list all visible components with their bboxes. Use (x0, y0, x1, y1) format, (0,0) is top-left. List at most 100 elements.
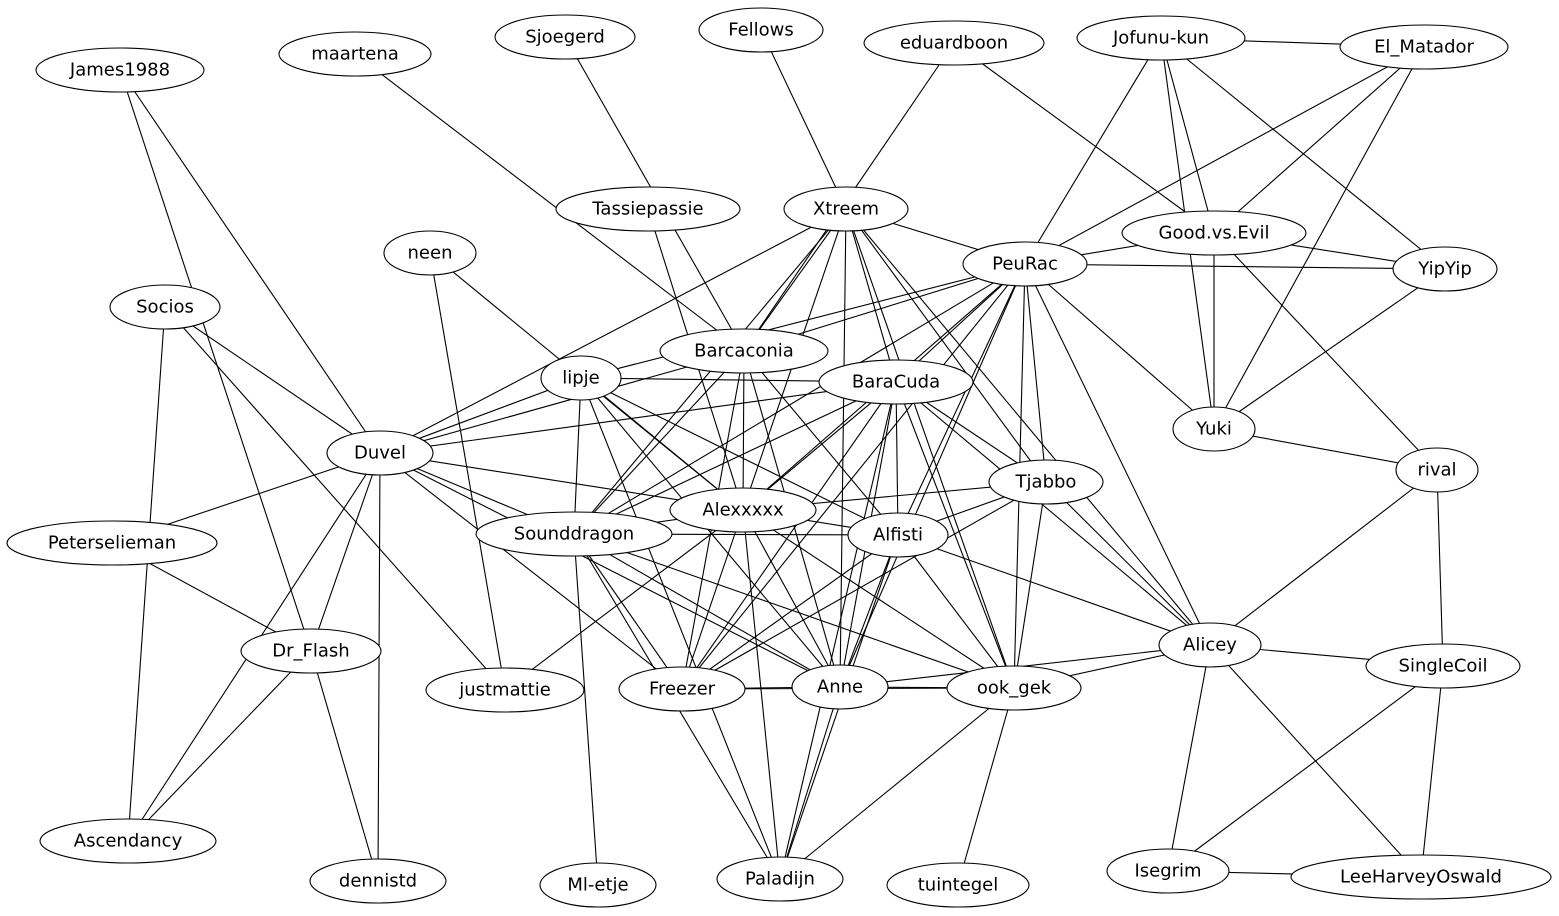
edge-Xtreem-Barcaconia (743, 208, 847, 352)
node-label: Yuki (1195, 419, 1232, 440)
edge-ook_gek-Paladijn (779, 687, 1015, 880)
node-ellipse (818, 359, 974, 405)
node-neen: neen (383, 230, 477, 276)
node-ellipse (1290, 854, 1552, 900)
edge-Alexxxxx-Anne (742, 509, 841, 688)
edge-Barcaconia-Sounddragon (573, 350, 745, 535)
edge-PeuRac-Alfisti (897, 263, 1026, 536)
node-label: Peterselieman (48, 533, 176, 554)
node-James1988: James1988 (35, 47, 205, 93)
node-ellipse (886, 862, 1030, 908)
node-Tjabbo: Tjabbo (988, 459, 1104, 505)
node-Socios: Socios (109, 284, 221, 330)
edge-BaraCuda-Freezer (681, 381, 897, 690)
edge-YipYip-Yuki (1213, 268, 1446, 430)
node-SingleCoil: SingleCoil (1365, 643, 1521, 689)
node-ellipse (6, 520, 218, 566)
node-label: rival (1417, 460, 1456, 481)
node-label: tuintegel (918, 875, 999, 896)
node-Yuki: Yuki (1172, 406, 1256, 452)
node-label: Dr_Flash (272, 641, 349, 662)
node-ellipse (783, 186, 909, 232)
node-ellipse (988, 459, 1104, 505)
edge-James1988-Dr_Flash (119, 69, 312, 652)
node-Alexxxxx: Alexxxxx (669, 487, 817, 533)
node-label: Tassiepassie (591, 199, 703, 220)
edge-Socios-Ascendancy (127, 306, 166, 842)
node-label: dennistd (339, 871, 417, 892)
edge-PeuRac-Freezer (681, 263, 1026, 690)
node-Freezer: Freezer (618, 666, 746, 712)
node-dennistd: dennistd (309, 858, 447, 904)
node-Barcaconia: Barcaconia (659, 328, 829, 374)
node-label: James1988 (69, 60, 170, 81)
node-ellipse (962, 241, 1088, 287)
node-Sjoegerd: Sjoegerd (494, 14, 636, 60)
edge-Duvel-Dr_Flash (310, 452, 381, 652)
node-ellipse (309, 858, 447, 904)
node-Tassiepassie: Tassiepassie (555, 186, 741, 232)
edge-Alexxxxx-Paladijn (742, 509, 781, 880)
edge-BaraCuda-Alfisti (895, 381, 899, 536)
edge-SingleCoil-Isegrim (1167, 665, 1444, 872)
node-ellipse (946, 665, 1082, 711)
node-label: Ml-etje (567, 875, 628, 896)
edge-El_Matador-Good.vs.Evil (1213, 46, 1425, 234)
node-label: PeuRac (992, 254, 1058, 275)
edge-Alfisti-Anne (839, 534, 899, 688)
edge-Dr_Flash-dennistd (310, 650, 379, 882)
node-ellipse (716, 856, 844, 902)
node-ellipse (240, 628, 382, 674)
edge-Jofunu-kun-Good.vs.Evil (1160, 37, 1215, 234)
node-BaraCuda: BaraCuda (818, 359, 974, 405)
edge-lipje-Anne (580, 377, 841, 688)
edge-Alexxxxx-ook_gek (742, 509, 1015, 689)
node-rival: rival (1395, 447, 1479, 493)
edges-layer (111, 29, 1446, 886)
edge-Alfisti-ook_gek (897, 534, 1015, 689)
edge-neen-justmattie (429, 252, 506, 691)
edge-BaraCuda-Duvel (379, 381, 897, 454)
node-label: lipje (562, 368, 600, 389)
node-label: Tjabbo (1015, 472, 1077, 493)
edge-Barcaconia-Alexxxxx (742, 350, 745, 511)
node-ellipse (494, 14, 636, 60)
node-ellipse (791, 664, 889, 710)
node-LeeHarveyOswald: LeeHarveyOswald (1290, 854, 1552, 900)
node-label: Alicey (1183, 635, 1237, 656)
node-label: SingleCoil (1399, 656, 1488, 677)
node-label: Alfisti (873, 525, 923, 546)
edge-PeuRac-Sounddragon (573, 263, 1026, 535)
node-ellipse (1158, 622, 1262, 668)
node-ellipse (475, 511, 673, 557)
edge-PeuRac-YipYip (1024, 263, 1446, 270)
node-ellipse (698, 7, 824, 53)
node-justmattie: justmattie (425, 667, 585, 713)
node-label: Anne (817, 677, 863, 698)
edge-Xtreem-Tjabbo (845, 208, 1047, 483)
node-Duvel: Duvel (326, 430, 434, 476)
node-Dr_Flash: Dr_Flash (240, 628, 382, 674)
edge-Jofunu-kun-PeuRac (1024, 37, 1162, 265)
edge-El_Matador-Yuki (1213, 46, 1425, 430)
node-ellipse (1365, 643, 1521, 689)
node-Good.vs.Evil: Good.vs.Evil (1121, 210, 1307, 256)
node-label: eduardboon (900, 33, 1008, 54)
node-label: Isegrim (1134, 861, 1201, 882)
edge-Tjabbo-Freezer (681, 481, 1047, 690)
node-label: Ascendancy (74, 831, 183, 852)
node-ellipse (540, 355, 622, 401)
node-ellipse (1106, 848, 1230, 894)
edge-BaraCuda-Paladijn (779, 381, 897, 880)
node-ellipse (669, 487, 817, 533)
node-ellipse (1172, 406, 1256, 452)
node-Ascendancy: Ascendancy (39, 818, 217, 864)
node-Peterselieman: Peterselieman (6, 520, 218, 566)
edge-Duvel-dennistd (377, 452, 381, 882)
node-Alfisti: Alfisti (847, 512, 949, 558)
node-ellipse (425, 667, 585, 713)
edge-PeuRac-Yuki (1024, 263, 1215, 430)
node-ellipse (1339, 24, 1509, 70)
node-label: Barcaconia (694, 341, 794, 362)
